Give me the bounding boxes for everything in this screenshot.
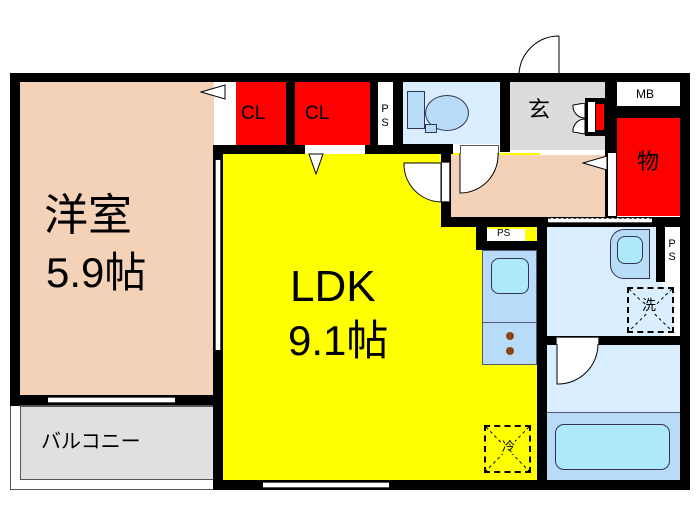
meter-box-label: MB — [636, 87, 654, 101]
pipe-space-1: PS — [378, 82, 393, 145]
pipe-space-1-label: PS — [381, 103, 389, 129]
ldk-label: LDK 9.1帖 — [222, 265, 452, 385]
toilet-tank — [407, 91, 425, 129]
bathtub-icon — [555, 424, 670, 470]
closet-1: CL — [236, 82, 286, 145]
wall-ps3 — [656, 227, 665, 282]
window-ldk-bottom[interactable] — [263, 482, 389, 488]
wall-toilet-bottom — [393, 144, 453, 154]
washer-space: 洗 — [627, 287, 674, 333]
washbasin-icon — [610, 229, 650, 279]
pipe-space-2: PS — [487, 229, 525, 241]
toilet-door-swing-icon — [459, 153, 499, 194]
sink-icon — [491, 258, 529, 294]
toilet-room — [403, 82, 500, 144]
cabinet-door-swing-icon — [572, 103, 586, 135]
wall-mb-bottom — [605, 106, 685, 118]
closet-1-label: CL — [241, 103, 266, 124]
western-room: 洋室 5.9帖 — [20, 82, 214, 395]
wall-wash-bath — [547, 336, 685, 345]
storage: 物 — [617, 118, 680, 216]
window-western-ldk — [215, 160, 221, 350]
bath-door-swing-icon — [556, 344, 599, 385]
burner-icon — [506, 347, 514, 355]
wall-toilet-right — [500, 82, 510, 152]
sliding-door-arrow-icon — [308, 153, 324, 175]
ldk-size: 9.1帖 — [288, 317, 389, 364]
ldk-door-swing-icon[interactable] — [403, 162, 443, 204]
balcony: バルコニー — [20, 406, 215, 480]
pipe-space-3-label: PS — [668, 238, 676, 263]
shoe-cabinet — [585, 98, 607, 136]
wall-ps2-bottom — [476, 241, 546, 250]
closet-2-label: CL — [305, 103, 330, 124]
closet-2: CL — [295, 82, 370, 145]
wall-closet-divider — [286, 82, 295, 150]
wall-bottom — [214, 480, 690, 490]
ldk-closet-door[interactable] — [305, 145, 365, 154]
shoe-cabinet-door — [588, 102, 595, 132]
closet-door-white[interactable] — [226, 82, 235, 145]
bathtub — [547, 412, 680, 480]
wall-top — [10, 73, 690, 82]
shoe-cabinet-fill — [596, 104, 604, 130]
fridge-space: 冷 — [484, 425, 531, 473]
meter-box: MB — [616, 82, 680, 106]
window-western-balcony[interactable] — [48, 397, 175, 403]
wall-ps2 — [476, 217, 487, 250]
wall-left — [10, 73, 20, 406]
entrance-label: 玄 — [528, 98, 551, 123]
window-bathroom-top — [548, 218, 652, 223]
washbasin-bowl — [617, 236, 643, 264]
washer-label: 洗 — [642, 298, 656, 314]
burner-icon — [506, 332, 514, 340]
sliding-door-arrow-icon — [200, 84, 226, 100]
storage-door[interactable] — [608, 153, 616, 216]
wall-wet-left — [537, 217, 547, 490]
western-room-name: 洋室 — [44, 190, 132, 241]
pipe-space-3: PS — [665, 230, 680, 276]
balcony-label: バルコニー — [41, 429, 141, 453]
toilet-base — [425, 124, 437, 133]
sliding-door-arrow-icon — [582, 155, 608, 171]
kitchen-sink-counter — [482, 250, 537, 323]
pipe-space-2-label: PS — [497, 228, 511, 239]
fridge-label: 冷 — [502, 440, 516, 455]
western-room-size: 5.9帖 — [46, 249, 147, 296]
wall-ps-right — [393, 82, 403, 150]
ldk-name: LDK — [290, 262, 376, 311]
storage-label: 物 — [637, 150, 660, 175]
wall-closet-right — [370, 82, 378, 150]
kitchen-stove — [482, 322, 537, 365]
wall-right — [680, 73, 690, 490]
